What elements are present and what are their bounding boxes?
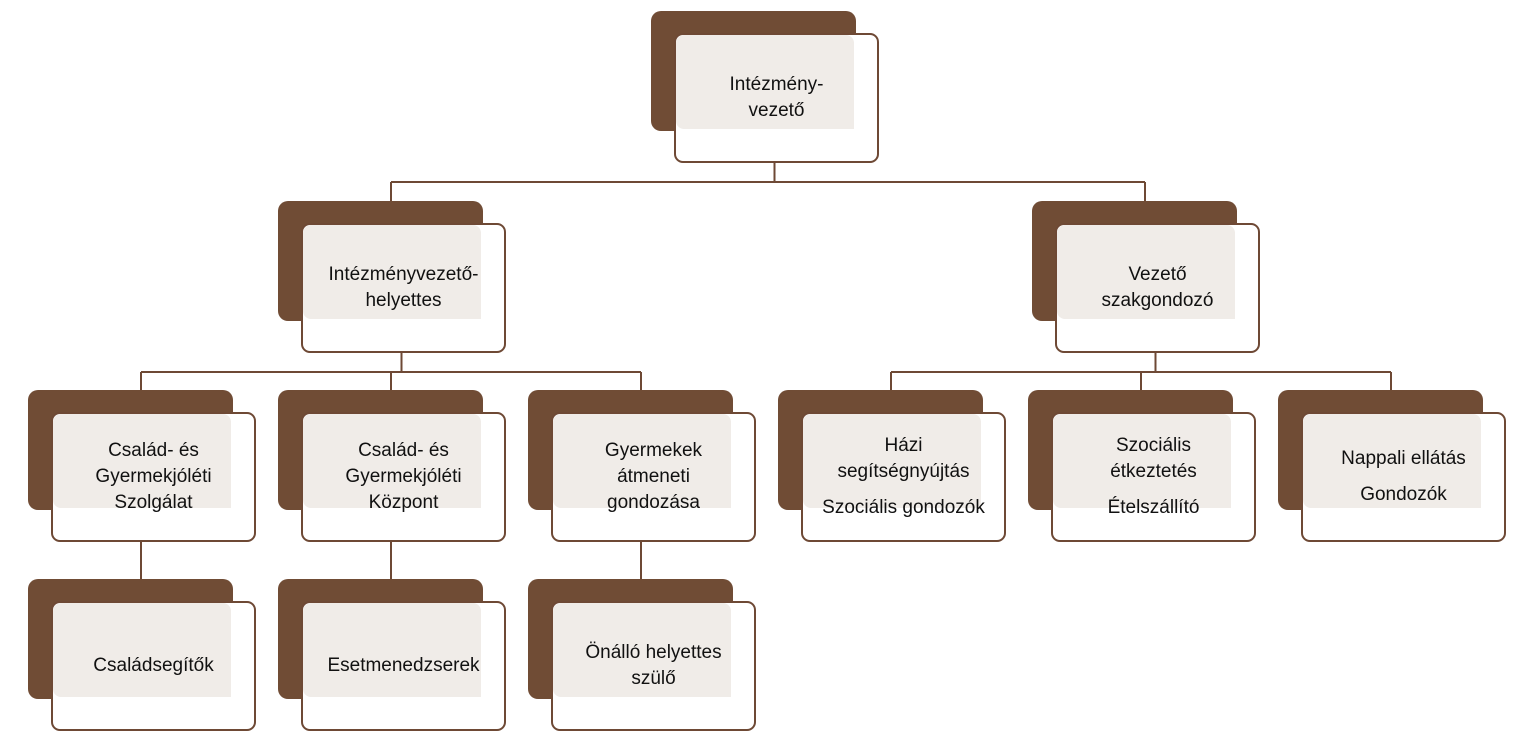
node-intezmenyvezeto: Intézmény-vezető (651, 11, 879, 163)
node-label-line: étkeztetés (1110, 461, 1197, 482)
node-card: Intézményvezető-helyettes (301, 223, 506, 353)
node-label-line: átmeneti (617, 466, 690, 487)
node-label-extra: Ételszállító (1107, 497, 1200, 518)
node-fill (676, 35, 854, 129)
node-fill (553, 603, 731, 697)
node-card: Intézmény-vezető (674, 33, 879, 163)
node-fill (53, 603, 231, 697)
node-label-line: Szolgálat (114, 492, 193, 513)
node-fill (303, 225, 481, 319)
node-card: Családsegítők (51, 601, 256, 731)
node-label-line: Vezető (1128, 264, 1187, 285)
node-text: Vezető szakgondozó (1057, 225, 1258, 351)
connector-vezeto-szakgondozo (890, 353, 1392, 390)
node-label-line: Intézmény- (729, 74, 824, 95)
node-fill (803, 414, 981, 508)
connector-helyettes (140, 353, 642, 390)
node-label-line: szakgondozó (1101, 290, 1214, 311)
node-card: Esetmenedzserek (301, 601, 506, 731)
node-fill (1053, 414, 1231, 508)
connector-intezmenyvezeto (390, 163, 1146, 201)
node-label-extra: Szociális gondozók (822, 497, 985, 518)
node-label-line: szülő (631, 668, 676, 689)
node-helyettes-szulo: Önálló helyettes szülő (528, 579, 756, 731)
node-csaladsegitok: Családsegítők (28, 579, 256, 731)
node-text: Családsegítők (53, 603, 254, 729)
node-card: Gyermekek átmeneti gondozása (551, 412, 756, 542)
node-label-line: Család- és (358, 440, 449, 461)
node-label-extra: Gondozók (1360, 484, 1447, 505)
node-text: Esetmenedzserek (303, 603, 504, 729)
node-fill (1057, 225, 1235, 319)
node-card: Önálló helyettes szülő (551, 601, 756, 731)
node-fill (53, 414, 231, 508)
node-esetmenedzserek: Esetmenedzserek (278, 579, 506, 731)
node-label-line: Esetmenedzserek (327, 655, 480, 676)
node-label-line: Családsegítők (93, 655, 214, 676)
node-text: Intézmény-vezető (676, 35, 877, 161)
node-label-line: Intézményvezető- (328, 264, 479, 285)
node-label-line: Gyermekjóléti (95, 466, 212, 487)
node-text: Gyermekek átmeneti gondozása (553, 414, 754, 540)
node-label-line: Központ (368, 492, 439, 513)
node-label-line: helyettes (365, 290, 442, 311)
node-fill (1303, 414, 1481, 508)
node-fill (303, 603, 481, 697)
node-text: Önálló helyettes szülő (553, 603, 754, 729)
node-card: Vezető szakgondozó (1055, 223, 1260, 353)
node-label-line: gondozása (607, 492, 700, 513)
node-vezeto-szakgondozo: Vezető szakgondozó (1032, 201, 1260, 353)
node-label-line: Család- és (108, 440, 199, 461)
node-label-line: Nappali ellátás (1341, 448, 1466, 469)
node-helyettes: Intézményvezető-helyettes (278, 201, 506, 353)
node-fill (303, 414, 481, 508)
node-fill (553, 414, 731, 508)
node-label-line: segítségnyújtás (837, 461, 970, 482)
node-label-line: vezető (748, 100, 805, 121)
node-label-line: Gyermekek (604, 440, 703, 461)
node-atmeneti: Gyermekek átmeneti gondozása (528, 390, 756, 542)
node-text: Intézményvezető-helyettes (303, 225, 504, 351)
node-label-line: Szociális (1116, 435, 1191, 456)
node-label-line: Gyermekjóléti (345, 466, 462, 487)
node-label-line: Önálló helyettes (585, 642, 722, 663)
node-label-line: Házi (884, 435, 923, 456)
